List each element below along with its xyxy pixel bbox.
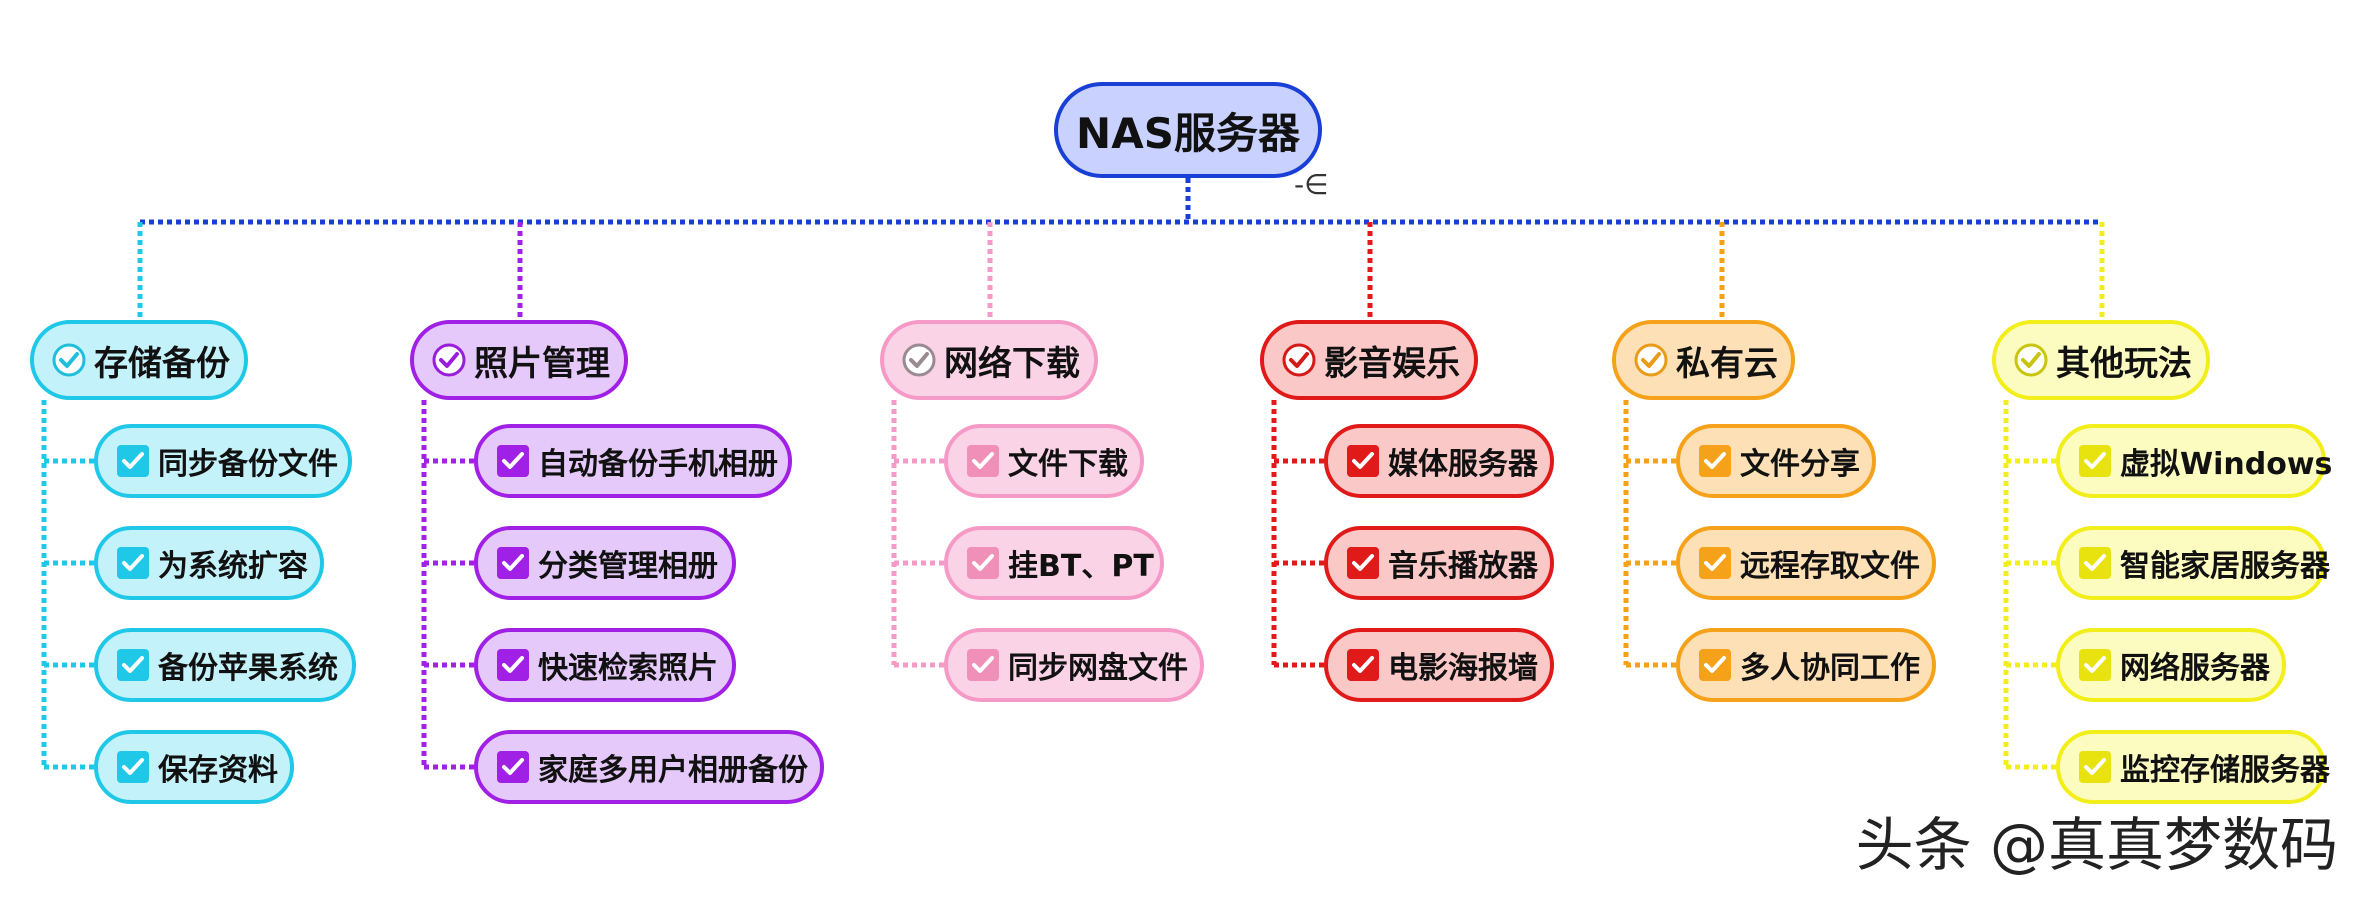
category-node[interactable]: 其他玩法 [1992, 320, 2210, 400]
leaf-node[interactable]: 文件下载 [944, 424, 1144, 498]
root-node[interactable]: NAS服务器 [1054, 82, 1322, 178]
leaf-label: 多人协同工作 [1740, 651, 1920, 686]
category-node[interactable]: 影音娱乐 [1260, 320, 1478, 400]
square-check-icon [2078, 546, 2112, 580]
circle-check-icon [432, 343, 466, 377]
square-check-icon [2078, 444, 2112, 478]
square-check-icon [1698, 444, 1732, 478]
category-label: 影音娱乐 [1324, 343, 1460, 384]
leaf-node[interactable]: 网络服务器 [2056, 628, 2286, 702]
leaf-label: 电影海报墙 [1388, 651, 1538, 686]
leaf-node[interactable]: 文件分享 [1676, 424, 1876, 498]
category-label: 其他玩法 [2056, 343, 2192, 384]
leaf-label: 快速检索照片 [538, 651, 718, 686]
leaf-node[interactable]: 自动备份手机相册 [474, 424, 792, 498]
leaf-label: 为系统扩容 [158, 549, 308, 584]
square-check-icon [1346, 444, 1380, 478]
leaf-node[interactable]: 分类管理相册 [474, 526, 736, 600]
square-check-icon [116, 648, 150, 682]
leaf-node[interactable]: 挂BT、PT [944, 526, 1164, 600]
category-label: 照片管理 [474, 343, 610, 384]
square-check-icon [1346, 546, 1380, 580]
circle-check-icon [52, 343, 86, 377]
square-check-icon [1346, 648, 1380, 682]
square-check-icon [496, 648, 530, 682]
leaf-node[interactable]: 为系统扩容 [94, 526, 324, 600]
category-node[interactable]: 私有云 [1612, 320, 1795, 400]
leaf-node[interactable]: 同步网盘文件 [944, 628, 1204, 702]
leaf-node[interactable]: 媒体服务器 [1324, 424, 1554, 498]
category-label: 私有云 [1676, 343, 1778, 384]
leaf-node[interactable]: 虚拟Windows [2056, 424, 2332, 498]
leaf-node[interactable]: 备份苹果系统 [94, 628, 356, 702]
circle-check-icon [902, 343, 936, 377]
category-label: 存储备份 [94, 343, 230, 384]
square-check-icon [1698, 546, 1732, 580]
watermark-text: 头条 @真真梦数码 [1855, 811, 2338, 879]
leaf-label: 文件下载 [1008, 447, 1128, 482]
square-check-icon [1698, 648, 1732, 682]
leaf-node[interactable]: 电影海报墙 [1324, 628, 1554, 702]
square-check-icon [116, 444, 150, 478]
leaf-label: 智能家居服务器 [2120, 549, 2330, 584]
circle-check-icon [2014, 343, 2048, 377]
leaf-label: 媒体服务器 [1388, 447, 1538, 482]
leaf-label: 网络服务器 [2120, 651, 2270, 686]
leaf-node[interactable]: 音乐播放器 [1324, 526, 1554, 600]
square-check-icon [496, 750, 530, 784]
category-node[interactable]: 网络下载 [880, 320, 1098, 400]
leaf-label: 保存资料 [158, 753, 278, 788]
square-check-icon [2078, 750, 2112, 784]
square-check-icon [116, 750, 150, 784]
leaf-label: 监控存储服务器 [2120, 753, 2330, 788]
square-check-icon [496, 444, 530, 478]
leaf-label: 分类管理相册 [538, 549, 718, 584]
leaf-label: 虚拟Windows [2120, 447, 2333, 482]
circle-check-icon [1282, 343, 1316, 377]
leaf-node[interactable]: 多人协同工作 [1676, 628, 1936, 702]
leaf-label: 自动备份手机相册 [538, 447, 778, 482]
leaf-node[interactable]: 监控存储服务器 [2056, 730, 2330, 804]
category-node[interactable]: 照片管理 [410, 320, 628, 400]
leaf-label: 同步备份文件 [158, 447, 338, 482]
leaf-label: 家庭多用户相册备份 [538, 753, 808, 788]
leaf-node[interactable]: 保存资料 [94, 730, 294, 804]
leaf-label: 备份苹果系统 [158, 651, 338, 686]
leaf-node[interactable]: 智能家居服务器 [2056, 526, 2330, 600]
leaf-node[interactable]: 远程存取文件 [1676, 526, 1936, 600]
square-check-icon [966, 546, 1000, 580]
leaf-node[interactable]: 同步备份文件 [94, 424, 352, 498]
circle-check-icon [1634, 343, 1668, 377]
leaf-label: 远程存取文件 [1740, 549, 1920, 584]
square-check-icon [2078, 648, 2112, 682]
leaf-label: 文件分享 [1740, 447, 1860, 482]
category-label: 网络下载 [944, 343, 1080, 384]
leaf-label: 同步网盘文件 [1008, 651, 1188, 686]
collapse-minus-icon[interactable]: -∈ [1294, 168, 1329, 201]
leaf-label: 音乐播放器 [1388, 549, 1538, 584]
square-check-icon [116, 546, 150, 580]
category-node[interactable]: 存储备份 [30, 320, 248, 400]
leaf-node[interactable]: 家庭多用户相册备份 [474, 730, 824, 804]
leaf-node[interactable]: 快速检索照片 [474, 628, 736, 702]
leaf-label: 挂BT、PT [1008, 549, 1154, 584]
square-check-icon [496, 546, 530, 580]
square-check-icon [966, 444, 1000, 478]
square-check-icon [966, 648, 1000, 682]
root-label: NAS服务器 [1076, 108, 1300, 158]
